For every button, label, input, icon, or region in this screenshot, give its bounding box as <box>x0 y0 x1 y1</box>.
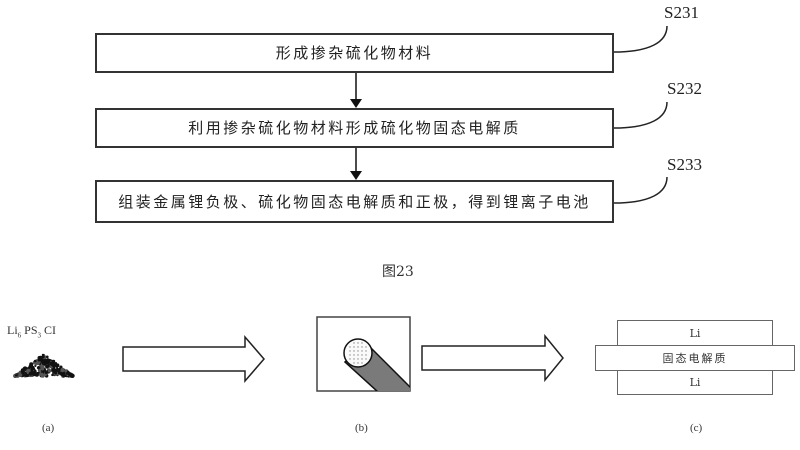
powder-grain <box>41 355 45 359</box>
step-box-s233: 组装金属锂负极、硫化物固态电解质和正极，得到锂离子电池 <box>95 180 614 223</box>
formula-cl: CI <box>41 323 57 337</box>
pellet-dots <box>349 342 367 364</box>
flow-arrow-1 <box>350 73 362 108</box>
figure-caption: 图23 <box>382 264 414 280</box>
powder-grain <box>57 371 62 375</box>
pellet-dot <box>353 346 355 348</box>
powder-grain <box>41 361 45 365</box>
step-text-s232: 利用掺杂硫化物材料形成硫化物固态电解质 <box>188 119 521 137</box>
pellet-dot <box>361 350 363 352</box>
subfigure-label-c: (c) <box>690 422 703 434</box>
leader-line-s232 <box>613 101 668 129</box>
pellet-dot <box>349 350 351 352</box>
formula-label: Li6 PS3 CI <box>7 323 56 339</box>
pellet-dot <box>349 346 351 348</box>
powder-grain <box>28 371 33 376</box>
pellet-circle <box>343 338 373 368</box>
pellet-dot <box>353 358 355 360</box>
step-box-s231: 形成掺杂硫化物材料 <box>95 33 614 73</box>
pellet-dot <box>349 354 351 356</box>
step-text-s233: 组装金属锂负极、硫化物固态电解质和正极，得到锂离子电池 <box>118 192 591 211</box>
step-label-s232: S232 <box>667 79 702 98</box>
powder-grain <box>69 373 73 378</box>
powder-pile-icon <box>13 353 75 378</box>
pellet-dot <box>357 346 359 348</box>
process-arrow-1 <box>122 334 265 384</box>
pellet-dot <box>361 362 363 364</box>
pellet-dot <box>353 354 355 356</box>
powder-grain <box>46 359 51 363</box>
powder-grain <box>45 364 50 369</box>
pellet-dot <box>361 342 363 344</box>
li-top-layer: Li <box>617 320 773 347</box>
process-arrow-2 <box>421 333 564 383</box>
powder-grain <box>39 372 44 377</box>
pellet-dot <box>365 354 367 356</box>
solid-electrolyte-layer: 固态电解质 <box>595 345 795 371</box>
powder-grain <box>59 365 63 369</box>
step-label-s231: S231 <box>664 3 699 22</box>
powder-grain <box>24 373 29 378</box>
pellet-dot <box>357 354 359 356</box>
pellet-dot <box>365 358 367 360</box>
pellet-dot <box>349 358 351 360</box>
pellet-dot <box>365 346 367 348</box>
powder-grain <box>47 369 52 373</box>
powder-grain <box>33 372 38 377</box>
powder-grain <box>52 359 56 363</box>
step-text-s231: 形成掺杂硫化物材料 <box>275 44 434 62</box>
pellet-dot <box>357 362 359 364</box>
powder-grain <box>40 367 45 371</box>
leader-line-s233 <box>613 176 668 204</box>
powder-grain <box>36 366 40 370</box>
flow-arrow-2 <box>350 148 362 180</box>
subfigure-label-a: (a) <box>42 422 55 434</box>
powder-grain <box>65 370 68 373</box>
powder-grain <box>45 355 49 359</box>
li-bottom-layer: Li <box>617 369 773 395</box>
formula-li: Li <box>7 323 18 337</box>
pellet-dot <box>357 350 359 352</box>
formula-ps-sub: 3 <box>37 331 42 340</box>
powder-grain <box>37 368 42 373</box>
formula-li-sub: 6 <box>17 331 22 340</box>
powder-grain <box>33 359 37 363</box>
powder-grain <box>32 367 36 370</box>
pellet-dot <box>353 342 355 344</box>
pellet-dot <box>365 350 367 352</box>
powder-grain <box>18 371 21 375</box>
li-top-label: Li <box>689 327 701 340</box>
pellet-dot <box>361 354 363 356</box>
powder-grain <box>55 363 60 368</box>
pellet-dot <box>353 350 355 352</box>
step-label-s233: S233 <box>667 155 702 174</box>
powder-grain <box>60 367 65 373</box>
powder-grain <box>14 374 18 377</box>
subfigure-label-b: (b) <box>355 422 368 434</box>
powder-grain <box>51 373 54 377</box>
pellet-dot <box>353 362 355 364</box>
powder-grain <box>20 369 25 374</box>
step-box-s232: 利用掺杂硫化物材料形成硫化物固态电解质 <box>95 108 614 148</box>
powder-grain <box>54 371 58 375</box>
pellet-dot <box>361 358 363 360</box>
solid-electrolyte-label: 固态电解质 <box>662 352 728 365</box>
powder-grain <box>37 356 42 360</box>
formula-ps: PS <box>21 323 38 337</box>
leader-line-s231 <box>613 25 668 53</box>
pellet-dot <box>357 358 359 360</box>
powder-grain <box>44 371 48 375</box>
pellet-dot <box>361 346 363 348</box>
pellet-dot <box>357 342 359 344</box>
li-bottom-label: Li <box>689 375 701 389</box>
powder-grain <box>36 361 40 366</box>
powder-grain <box>40 359 43 362</box>
powder-grain <box>28 364 33 369</box>
